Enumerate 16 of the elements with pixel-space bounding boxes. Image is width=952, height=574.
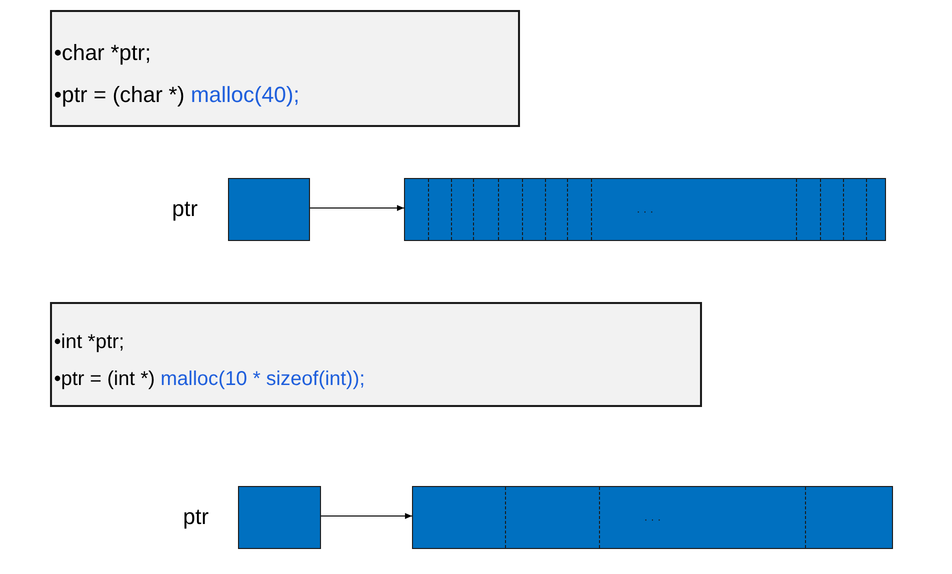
code-box xyxy=(50,10,520,127)
code-line: •char *ptr; xyxy=(54,39,152,67)
arrow xyxy=(320,513,412,519)
code-box xyxy=(50,302,702,407)
ellipsis: · · · xyxy=(644,515,662,526)
ellipsis: · · · xyxy=(636,207,654,218)
arrow xyxy=(310,205,404,211)
memory-block xyxy=(404,178,886,241)
pointer-label: ptr xyxy=(183,506,209,528)
memory-block xyxy=(412,486,893,549)
pointer-box xyxy=(238,486,321,549)
code-line: •ptr = (int *) malloc(10 * sizeof(int)); xyxy=(54,367,366,392)
pointer-box xyxy=(228,178,310,241)
code-line: •int *ptr; xyxy=(54,330,126,355)
code-line: •ptr = (char *) malloc(40); xyxy=(54,81,301,109)
pointer-label: ptr xyxy=(172,198,198,220)
